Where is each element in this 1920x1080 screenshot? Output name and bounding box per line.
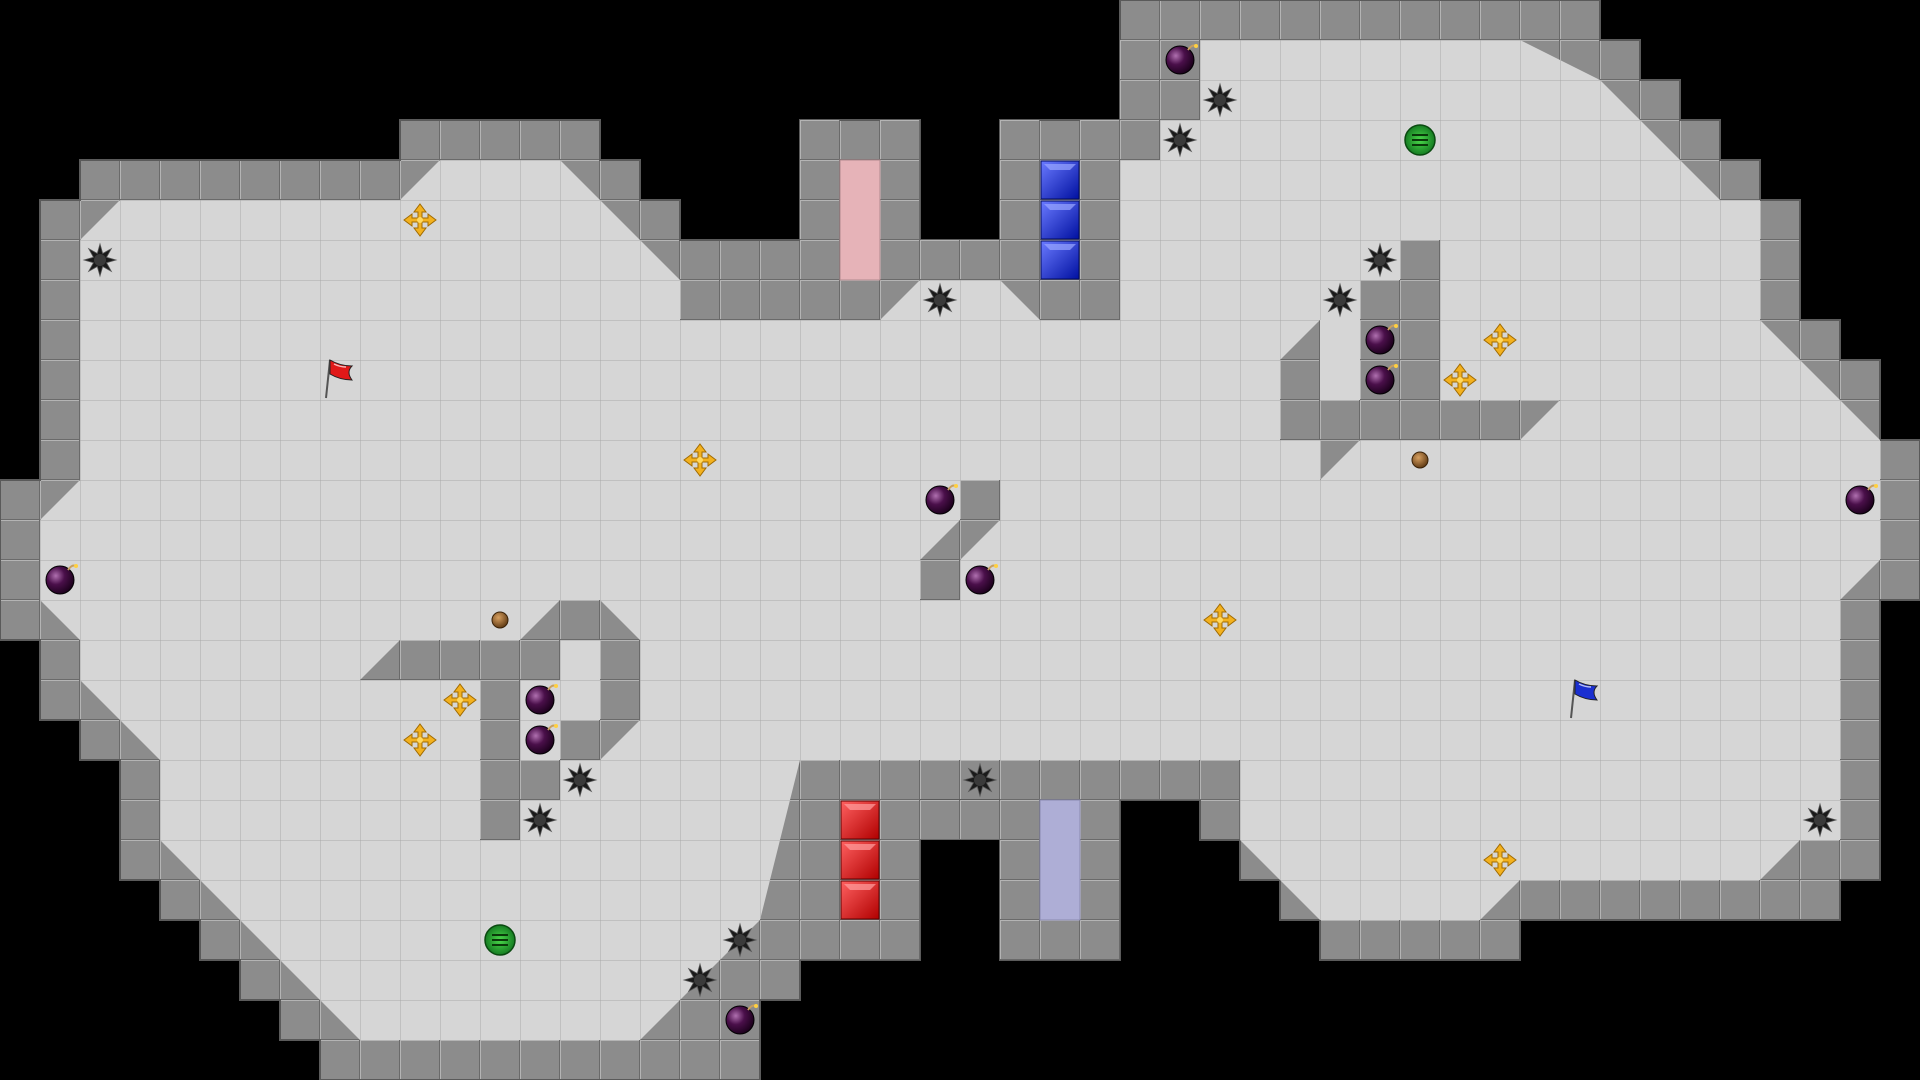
bomb-icon[interactable] — [725, 1004, 758, 1035]
wall-block — [520, 760, 560, 800]
spike-icon[interactable] — [1202, 82, 1238, 118]
bomb-icon[interactable] — [1365, 324, 1398, 355]
wall-block — [1160, 80, 1200, 120]
portal-icon[interactable] — [484, 924, 516, 956]
bomb-icon[interactable] — [1365, 364, 1398, 395]
red-gate-tile-icon — [840, 840, 880, 880]
wall-block — [1120, 40, 1160, 160]
red-endzone-light — [839, 159, 881, 281]
bomb-icon[interactable] — [965, 564, 998, 595]
bomb-icon[interactable] — [1845, 484, 1878, 515]
blue-flag-icon[interactable] — [1570, 679, 1599, 719]
spike-icon[interactable] — [1162, 122, 1198, 158]
spike-icon[interactable] — [1362, 242, 1398, 278]
wall-block — [760, 920, 920, 960]
powerup-icon[interactable] — [491, 611, 509, 629]
bomb-icon[interactable] — [1165, 44, 1198, 75]
wall-block — [800, 760, 920, 800]
spike-icon[interactable] — [1322, 282, 1358, 318]
spike-icon[interactable] — [1802, 802, 1838, 838]
bomb-icon[interactable] — [925, 484, 958, 515]
red-gate-tile-icon — [840, 880, 880, 920]
wall-block — [1040, 280, 1120, 320]
wall-block — [880, 120, 920, 280]
powerup-icon[interactable] — [1411, 451, 1429, 469]
bomb-icon[interactable] — [525, 684, 558, 715]
wall-block — [1000, 760, 1240, 800]
spike-icon[interactable] — [82, 242, 118, 278]
wall-diagonal — [920, 480, 1000, 600]
boost-arrows-icon[interactable] — [403, 203, 437, 237]
boost-arrows-icon[interactable] — [403, 723, 437, 757]
wall-structure-right — [1280, 240, 1560, 480]
spike-icon[interactable] — [962, 762, 998, 798]
blue-gate-tile-icon — [1040, 240, 1080, 280]
boost-arrows-icon[interactable] — [683, 443, 717, 477]
blue-endzone-light — [1039, 799, 1081, 921]
spike-icon[interactable] — [722, 922, 758, 958]
bomb-icon[interactable] — [525, 724, 558, 755]
item-layer — [45, 44, 1878, 1035]
spike-icon[interactable] — [562, 762, 598, 798]
zone-layer — [839, 159, 1081, 921]
wall-block — [800, 120, 840, 280]
boost-arrows-icon[interactable] — [1203, 603, 1237, 637]
spike-icon[interactable] — [522, 802, 558, 838]
boost-arrows-icon[interactable] — [1443, 363, 1477, 397]
wall-block — [1000, 920, 1120, 960]
wall-block — [1320, 320, 1360, 400]
wall-block — [920, 240, 1000, 280]
portal-icon[interactable] — [1404, 124, 1436, 156]
bomb-icon[interactable] — [45, 564, 78, 595]
wall-structure-left — [360, 600, 640, 840]
wall-block — [920, 800, 1000, 840]
gate-layer — [840, 160, 1080, 920]
inner-wall-layer — [360, 40, 1560, 960]
wall-block — [1080, 120, 1120, 280]
blue-gate-tile-icon — [1040, 200, 1080, 240]
spike-icon[interactable] — [922, 282, 958, 318]
boost-arrows-icon[interactable] — [1483, 843, 1517, 877]
red-gate-tile-icon — [840, 800, 880, 840]
blue-gate-tile-icon — [1040, 160, 1080, 200]
wall-block — [680, 280, 880, 320]
spike-icon[interactable] — [682, 962, 718, 998]
wall-block — [1000, 120, 1040, 280]
boost-arrows-icon[interactable] — [1483, 323, 1517, 357]
boost-arrows-icon[interactable] — [443, 683, 477, 717]
red-flag-icon[interactable] — [325, 359, 354, 399]
